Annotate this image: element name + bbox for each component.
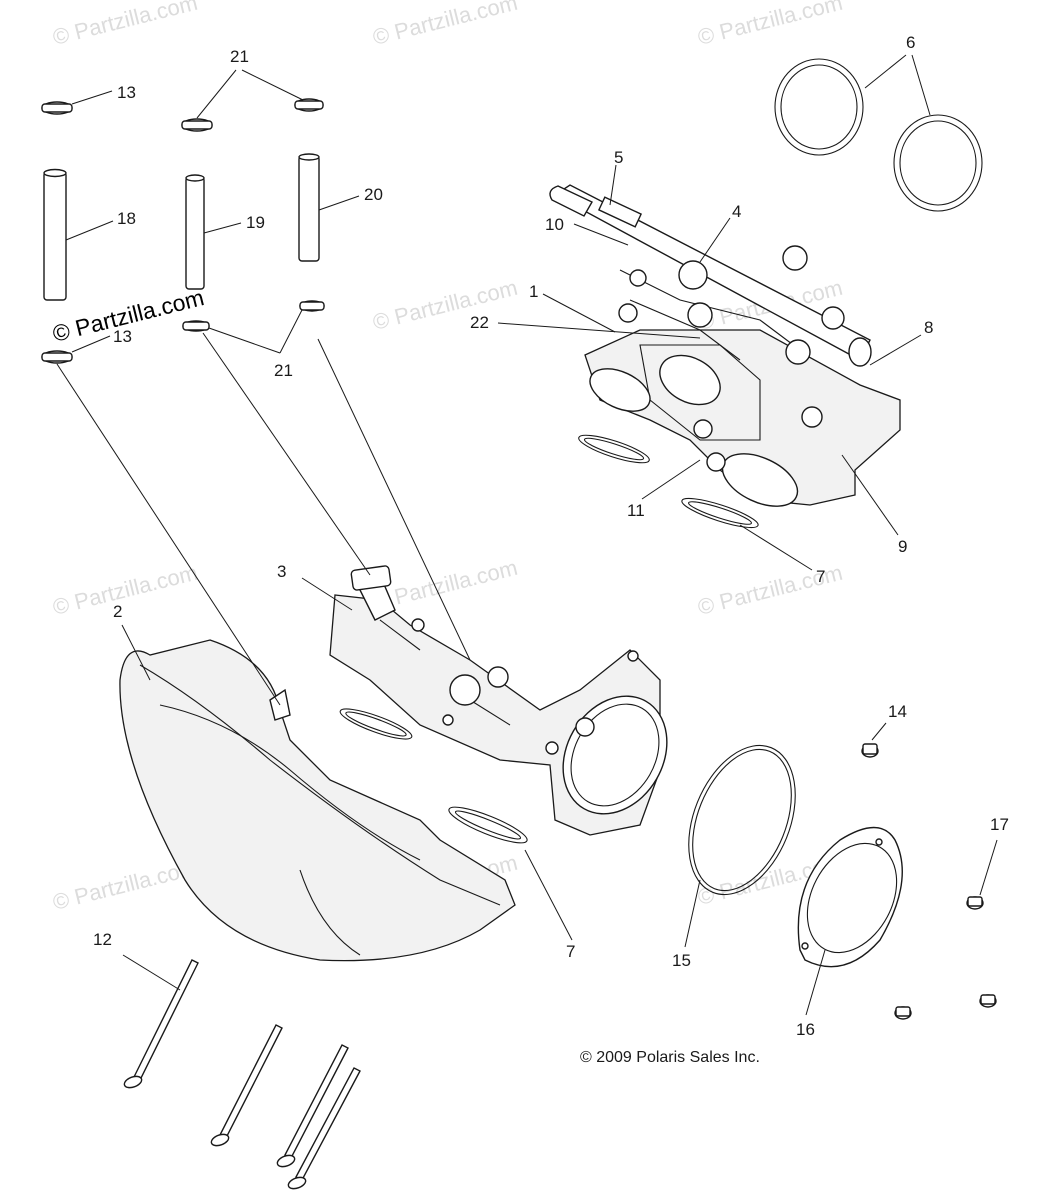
callout-8: 8 xyxy=(924,318,933,337)
gasket-7-upper-b xyxy=(681,497,759,529)
gasket-7-lower-b xyxy=(448,806,528,844)
screw-17-b xyxy=(894,1006,912,1020)
intake-manifold-3 xyxy=(329,565,668,836)
callout-21: 21 xyxy=(274,361,293,380)
callout-17: 17 xyxy=(990,815,1009,834)
bolt-12-b xyxy=(210,1024,283,1147)
callout-9: 9 xyxy=(898,537,907,556)
clamp-21-top-left xyxy=(181,118,213,132)
clamp-21-bottom-right xyxy=(299,300,325,312)
callout-12: 12 xyxy=(93,930,112,949)
bolt-12-d xyxy=(287,1067,361,1190)
screw-14 xyxy=(861,743,879,758)
callout-7: 7 xyxy=(566,942,575,961)
bolt-12-c xyxy=(276,1044,349,1168)
cover-plate-16 xyxy=(797,826,903,968)
clamp-21-bottom-left xyxy=(182,320,210,332)
callout-22: 22 xyxy=(470,313,489,332)
fuel-rail-5 xyxy=(549,184,872,367)
hose-19 xyxy=(185,174,205,290)
callout-15: 15 xyxy=(672,951,691,970)
gasket-7-lower-a xyxy=(339,708,413,740)
callout-14: 14 xyxy=(888,702,907,721)
callout-13: 13 xyxy=(117,83,136,102)
throttle-body-assembly-1 xyxy=(584,245,901,507)
screw-17-a xyxy=(966,896,984,910)
callout-18: 18 xyxy=(117,209,136,228)
callout-16: 16 xyxy=(796,1020,815,1039)
intake-duct-2 xyxy=(119,639,516,962)
callout-20: 20 xyxy=(364,185,383,204)
o-ring-15 xyxy=(688,744,796,896)
clamp-21-top-right xyxy=(294,98,324,112)
callout-3: 3 xyxy=(277,562,286,581)
watermark: © Partzilla.com xyxy=(50,560,200,620)
copyright-text: © 2009 Polaris Sales Inc. xyxy=(580,1049,760,1066)
clamp-13-top xyxy=(41,101,73,115)
o-ring-6-b xyxy=(893,114,983,212)
watermark: © Partzilla.com xyxy=(370,275,520,335)
callout-21: 21 xyxy=(230,47,249,66)
hose-20 xyxy=(298,153,320,262)
gasket-7-upper-a xyxy=(578,434,650,464)
screw-17-c xyxy=(979,994,997,1008)
leader-lines xyxy=(56,54,998,1016)
callout-4: 4 xyxy=(732,202,741,221)
watermark: © Partzilla.com xyxy=(50,0,200,50)
callout-5: 5 xyxy=(614,148,623,167)
callout-19: 19 xyxy=(246,213,265,232)
callout-10: 10 xyxy=(545,215,564,234)
watermark: © Partzilla.com xyxy=(695,0,845,50)
callout-2: 2 xyxy=(113,602,122,621)
bolt-12-a xyxy=(123,959,199,1089)
hose-18 xyxy=(43,168,67,301)
clamp-13-bottom xyxy=(41,350,73,364)
callout-11: 11 xyxy=(627,501,645,520)
callout-1: 1 xyxy=(529,282,538,301)
callout-13: 13 xyxy=(113,327,132,346)
watermark: © Partzilla.com xyxy=(370,0,520,50)
callout-6: 6 xyxy=(906,33,915,52)
o-ring-6-a xyxy=(774,58,864,156)
callout-7: 7 xyxy=(816,567,825,586)
callouts: 13 21 18 19 20 13 21 6 5 4 10 1 8 22 11 … xyxy=(93,33,1009,1039)
